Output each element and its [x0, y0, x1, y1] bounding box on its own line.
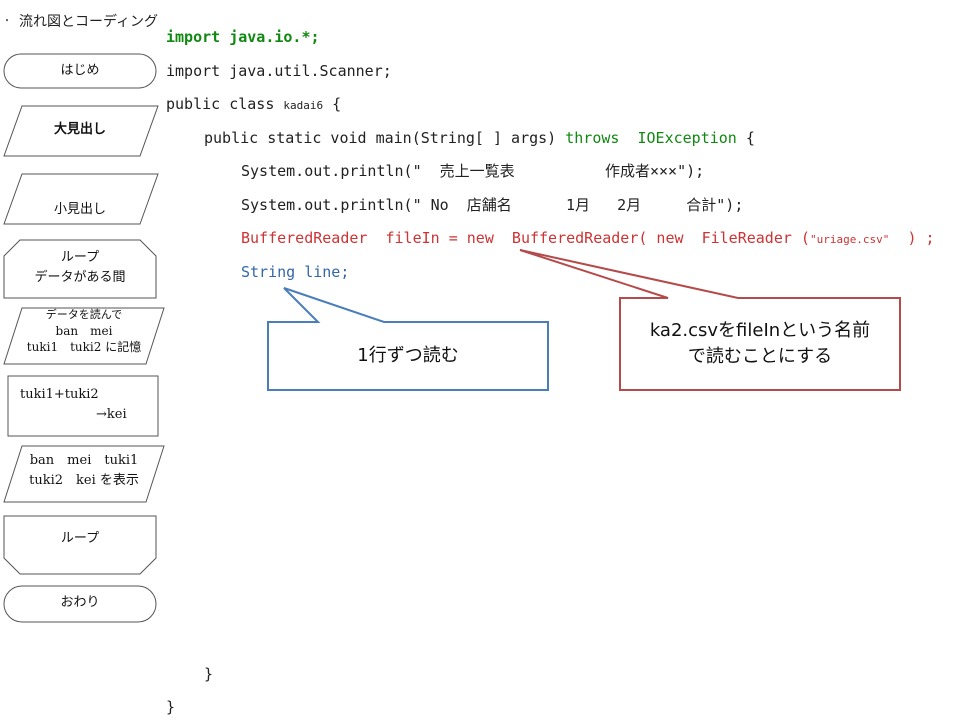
code-line-import-io: import java.io.*; [166, 28, 320, 46]
code-close-brace-main: } [204, 665, 214, 683]
flowchart-loop-start-label: ループ [60, 250, 100, 265]
code-line-println-header: System.out.println(" No 店舗名 1月 2月 合計"); [241, 196, 744, 214]
flowchart-read-line3: tuki1 tuki2 に記憶 [26, 340, 142, 354]
code-bufferedreader-decl: BufferedReader fileIn = new BufferedRead… [241, 229, 810, 247]
code-line-bufferedreader: BufferedReader fileIn = new BufferedRead… [241, 228, 935, 250]
code-main-brace: { [736, 129, 755, 147]
flowchart-display-line1: ban mei tuki1 [29, 453, 139, 468]
flowchart-end: おわり [60, 595, 100, 610]
code-main-throws: throws IOException [565, 129, 737, 147]
flowchart-calc-line2: →kei [96, 407, 127, 422]
code-bufferedreader-filename: "uriage.csv" [809, 233, 890, 246]
title-bullet: ・ [2, 16, 12, 27]
flowchart-loop-start-condition: データがある間 [34, 270, 126, 285]
callout-red-text-line1: ka2.csvをfileInという名前 [649, 320, 871, 341]
flowchart-heading-small-shape [3, 173, 159, 225]
flowchart-calc-shape [7, 375, 159, 437]
flowchart-calc-line1: tuki1+tuki2 [20, 387, 99, 402]
page-title: 流れ図とコーディング [19, 14, 159, 30]
flowchart-start-shape [3, 53, 157, 89]
flowchart-heading-large: 大見出し [53, 122, 106, 137]
code-main-signature: public static void main(String[ ] args) [204, 129, 566, 147]
callout-blue-text: 1行ずつ読む [357, 345, 459, 366]
flowchart-display-shape [3, 445, 165, 503]
flowchart-loop-end-shape [3, 515, 157, 575]
flowchart-loop-start-shape [3, 239, 157, 299]
flowchart-read-line2: ban mei [55, 324, 113, 338]
flowchart-heading-large-shape [3, 105, 159, 157]
code-line-string-line: String line; [241, 263, 350, 281]
code-bufferedreader-end: ) ; [889, 229, 935, 247]
flowchart-heading-small: 小見出し [53, 202, 106, 217]
flowchart-read-line1: データを読んで [45, 308, 123, 321]
code-class-brace: { [323, 95, 342, 113]
callout-blue-shape [267, 287, 549, 391]
callout-red-text-line2: で読むことにする [687, 346, 833, 367]
flowchart-start: はじめ [60, 63, 100, 78]
flowchart-end-shape [3, 585, 157, 623]
code-class-name: kadai6 [283, 99, 324, 112]
code-class-keyword: public class [166, 95, 284, 113]
flowchart-read-shape [3, 307, 165, 365]
callout-red-shape [519, 249, 901, 391]
code-line-println-title: System.out.println(" 売上一覧表 作成者×××"); [241, 162, 705, 180]
code-line-class: public class kadai6 { [166, 94, 341, 116]
code-line-main: public static void main(String[ ] args) … [204, 128, 755, 148]
flowchart-display-line2: tuki2 kei を表示 [29, 473, 139, 488]
code-line-import-scanner: import java.util.Scanner; [166, 62, 392, 80]
flowchart-loop-end: ループ [60, 531, 100, 546]
code-close-brace-class: } [166, 698, 176, 716]
